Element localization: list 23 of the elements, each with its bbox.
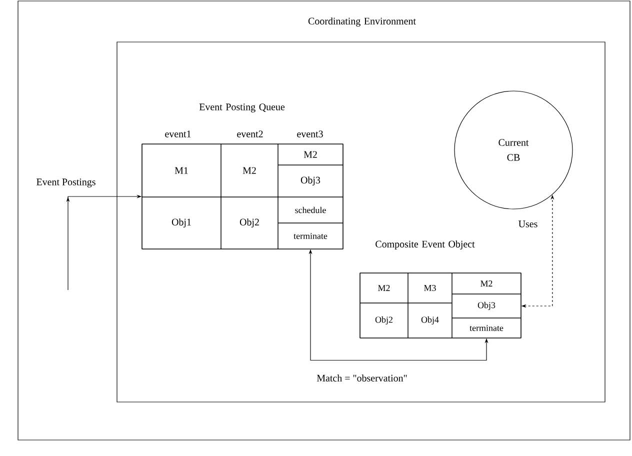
- table-cell: Obj2: [360, 302, 408, 338]
- label: event3: [297, 130, 323, 138]
- node-label: Coordinating Environment: [308, 17, 416, 27]
- table-cell: M3: [408, 272, 452, 304]
- table-cell: M2: [220, 144, 278, 198]
- table-cell: terminate: [278, 222, 344, 250]
- table-cell: terminate: [452, 318, 522, 338]
- table-cell: Obj3: [452, 294, 522, 318]
- label: Event Postings: [36, 178, 96, 188]
- node-label: Event Posting Queue: [199, 104, 285, 112]
- table-cell: M1: [142, 144, 222, 198]
- table-cell: schedule: [278, 196, 344, 224]
- edge-label: Uses: [517, 220, 539, 228]
- label: event2: [237, 130, 263, 138]
- table-cell: Obj2: [220, 196, 278, 250]
- table-cell: M2: [360, 272, 408, 304]
- table-cell: M2: [452, 272, 522, 294]
- edge-label: Match = "observation": [316, 374, 408, 382]
- node-label: Composite Event Object: [376, 240, 475, 250]
- table-cell: Obj4: [408, 302, 452, 338]
- table-cell: M2: [278, 144, 344, 166]
- table-cell: Obj3: [278, 164, 344, 198]
- table-cell: Obj1: [142, 196, 222, 250]
